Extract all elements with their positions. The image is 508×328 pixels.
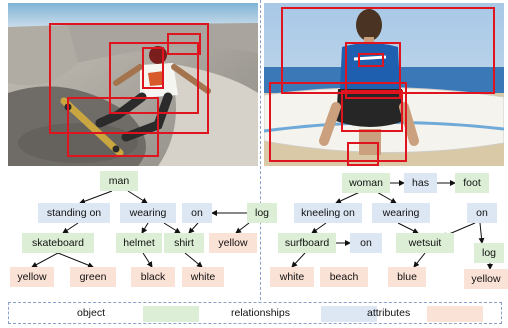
- left-attribute-yellow: yellow: [10, 267, 54, 287]
- legend: object relationships attributes: [8, 302, 502, 324]
- right-attribute-white: white: [270, 267, 314, 287]
- right-attribute-blue: blue: [388, 267, 426, 287]
- right-relationship-on-beach: on: [350, 233, 382, 253]
- left-relationship-wearing: wearing: [120, 203, 176, 223]
- right-relationship-wearing: wearing: [372, 203, 430, 223]
- legend-attributes-label: attributes: [367, 307, 411, 319]
- left-attribute-black: black: [131, 267, 175, 287]
- left-object-helmet: helmet: [116, 233, 162, 253]
- legend-attributes-swatch: [427, 306, 483, 322]
- right-relationship-kneeling-on: kneeling on: [294, 203, 362, 223]
- left-object-log: log: [247, 203, 277, 223]
- left-attribute-green: green: [70, 267, 116, 287]
- left-object-shirt: shirt: [164, 233, 204, 253]
- right-object-woman: woman: [342, 173, 390, 193]
- skateboard-photo: [8, 3, 258, 166]
- left-attribute-white: white: [182, 267, 224, 287]
- legend-relationships-swatch: [321, 306, 377, 322]
- legend-object-label: object: [77, 307, 106, 319]
- panel-divider: [260, 0, 261, 300]
- surfing-photo: [264, 3, 504, 166]
- right-object-wetsuit: wetsuit: [396, 233, 454, 253]
- right-relationship-on-log: on: [467, 203, 497, 223]
- right-object-surfboard: surfboard: [278, 233, 336, 253]
- right-attribute-beach: beach: [320, 267, 368, 287]
- left-object-man: man: [100, 171, 138, 191]
- right-object-log: log: [474, 243, 504, 263]
- left-object-skateboard: skateboard: [22, 233, 94, 253]
- left-attribute-yellow-log: yellow: [209, 233, 257, 253]
- left-relationship-on: on: [182, 203, 212, 223]
- right-relationship-has: has: [404, 173, 437, 193]
- right-attribute-yellow: yellow: [464, 269, 508, 289]
- left-relationship-standing-on: standing on: [38, 203, 110, 223]
- legend-relationships-label: relationships: [231, 307, 290, 319]
- right-object-foot: foot: [455, 173, 489, 193]
- legend-object-swatch: [143, 306, 199, 322]
